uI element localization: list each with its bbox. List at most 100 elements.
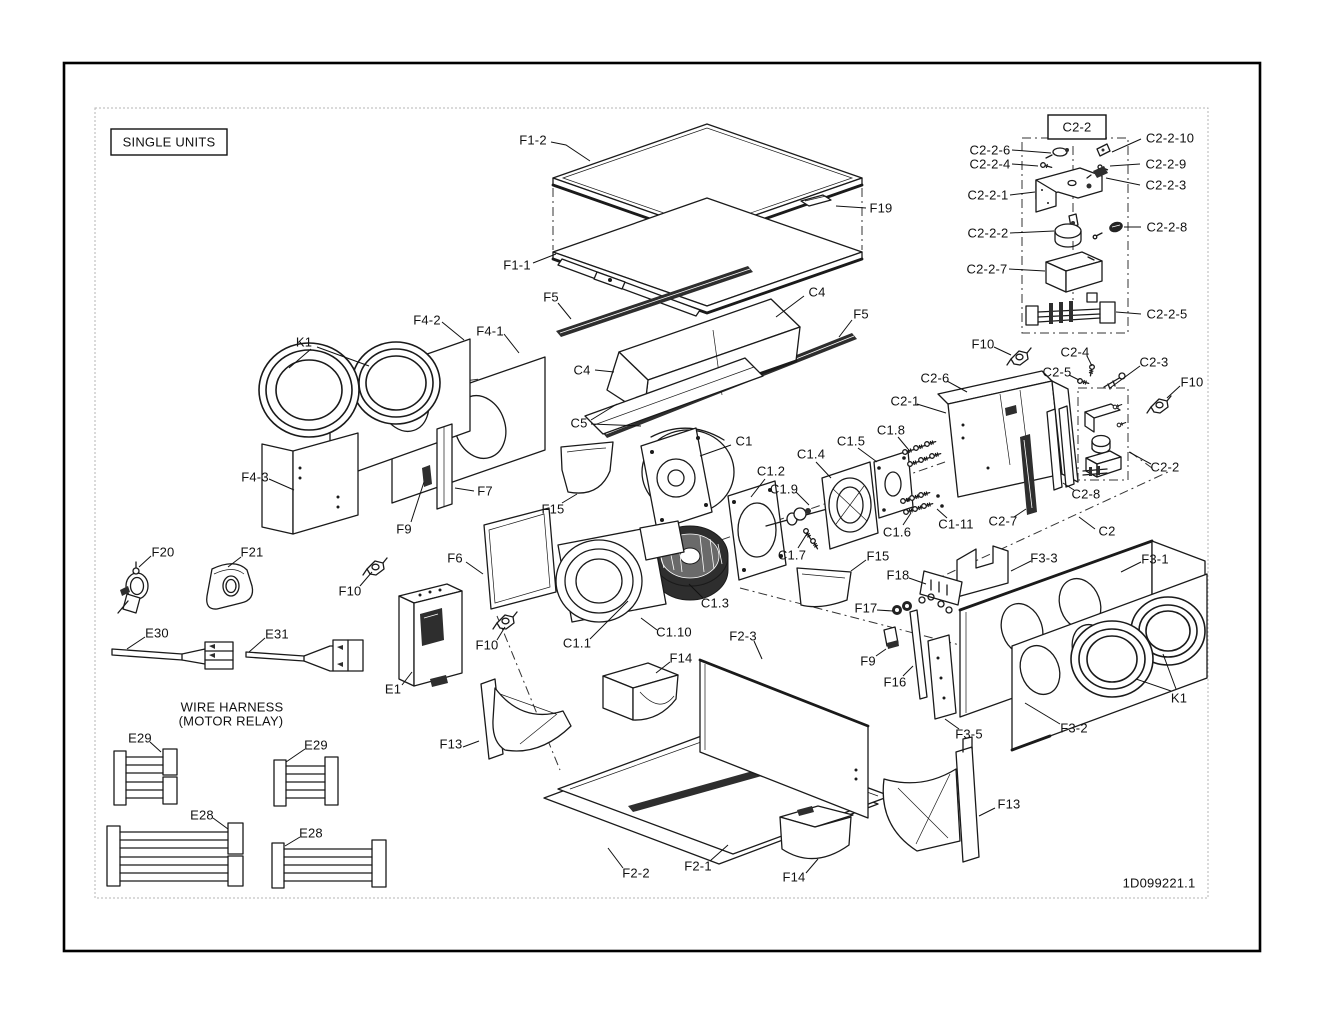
leader-line: [946, 380, 968, 393]
part-label-c1-5: C1.5: [837, 434, 865, 449]
part-c2-2-1: [1035, 167, 1103, 213]
clamp-f20: [117, 561, 149, 614]
part-label-c2-2-4: C2-2-4: [970, 157, 1011, 172]
part-label-c1-8: C1.8: [877, 423, 905, 438]
electrical-box-e1: [398, 583, 463, 687]
part-label-c1-4: C1.4: [797, 447, 825, 462]
part-label-e29: E29: [128, 731, 152, 746]
part-label-c2-2: C2-2: [1063, 120, 1092, 135]
leader-line: [550, 141, 591, 162]
part-label-c1-1: C1.1: [563, 636, 591, 651]
clamp-f21: [206, 563, 254, 610]
part-label-f4-1: F4-1: [476, 324, 504, 339]
leader-line: [655, 661, 671, 674]
part-label-f20: F20: [151, 545, 174, 560]
leader-line: [285, 748, 306, 763]
leader-line: [316, 346, 370, 367]
motor-shaft-c1-9: [765, 505, 839, 527]
part-label-f14: F14: [669, 651, 692, 666]
wire-harness-e29-left: [113, 748, 178, 806]
part-label-f3-3: F3-3: [1030, 551, 1058, 566]
part-label-f2-1: F2-1: [684, 859, 712, 874]
clamp-f10-right-of-c2: [1146, 395, 1172, 414]
leader-line: [1135, 678, 1172, 692]
part-label-f19: F19: [869, 201, 892, 216]
leader-line: [1078, 516, 1096, 530]
leader-line: [897, 436, 909, 450]
label-box: [110, 128, 228, 156]
part-label-f10: F10: [1180, 375, 1203, 390]
part-c2-2-10: [1096, 143, 1111, 157]
leader-line: [1010, 560, 1032, 572]
part-label-c1-10: C1.10: [656, 625, 692, 640]
part-c2-2-6: [1045, 147, 1069, 159]
part-label-f3-5: F3-5: [955, 727, 983, 742]
part-label-k1: K1: [296, 335, 312, 350]
leader-line: [1011, 149, 1052, 154]
spacer-f9-left: [422, 465, 432, 487]
leader-line: [288, 348, 312, 369]
leader-line: [212, 817, 229, 830]
leader-line: [753, 640, 763, 660]
deflector-f15-right: [796, 567, 852, 608]
leader-line: [1008, 268, 1046, 272]
clamp-f10-near-f6: [362, 557, 388, 576]
leader-line: [876, 609, 894, 612]
leader-line: [1120, 561, 1142, 573]
leader-line: [589, 600, 629, 640]
part-label-c2-2-2: C2-2-2: [968, 226, 1009, 241]
leader-line: [410, 481, 425, 523]
part-label-c2-6: C2-6: [921, 371, 950, 386]
leader-line: [1166, 385, 1181, 399]
part-label-c1-2: C1.2: [757, 464, 785, 479]
leader-line: [359, 571, 373, 587]
leader-line: [795, 491, 810, 506]
part-label-f1-2: F1-2: [519, 133, 547, 148]
control-bracket-assembly-c2: [937, 364, 1129, 515]
part-label-f2-2: F2-2: [622, 866, 650, 881]
part-label-wire-harness: WIRE HARNESS: [181, 700, 284, 715]
corner-bracket-f13-right: [882, 736, 980, 863]
part-label-c2-5: C2-5: [1043, 365, 1072, 380]
leader-line: [709, 844, 729, 862]
wire-harness-e28-left: [106, 822, 244, 887]
leader-line: [838, 319, 853, 338]
part-label-c2-2-6: C2-2-6: [970, 143, 1011, 158]
part-label-c2-2-5: C2-2-5: [1147, 307, 1188, 322]
screw-set-c1-8: [902, 440, 942, 467]
part-label-f18: F18: [886, 568, 909, 583]
leader-line: [1109, 365, 1141, 389]
part-label-motor-relay: (MOTOR RELAY): [179, 714, 284, 729]
part-label-c4: C4: [808, 285, 825, 300]
part-label-single-units: SINGLE UNITS: [123, 135, 216, 150]
mount-plate-c1-2: [727, 480, 787, 581]
terminal-lead-e31: [245, 639, 364, 672]
leader-line: [993, 346, 1012, 356]
leader-line: [401, 671, 413, 686]
drain-channel-c5: [584, 357, 764, 435]
part-label-f5: F5: [853, 307, 869, 322]
leader-line: [775, 295, 805, 318]
leader-line: [1109, 163, 1141, 167]
leader-line: [1024, 702, 1061, 725]
duct-collars-k1-right: [1070, 596, 1206, 698]
cover-latch-f19: [800, 194, 832, 207]
leader-line: [1086, 355, 1093, 367]
leader-line: [248, 637, 266, 653]
part-label-c2-8: C2-8: [1072, 487, 1101, 502]
part-c2-2-2: [1054, 213, 1082, 248]
part-label-f5: F5: [543, 290, 559, 305]
part-c2-2-4: [1040, 162, 1053, 169]
leader-line: [1062, 482, 1075, 491]
leader-line: [978, 807, 996, 817]
leader-line: [1105, 177, 1141, 186]
leader-line: [908, 577, 927, 585]
part-label-c2-2: C2-2: [1151, 460, 1180, 475]
part-label-c1-3: C1.3: [701, 596, 729, 611]
leader-line: [594, 369, 615, 373]
part-label-e31: E31: [265, 627, 289, 642]
part-label-c2-1: C2-1: [891, 394, 920, 409]
leader-line: [532, 253, 557, 264]
